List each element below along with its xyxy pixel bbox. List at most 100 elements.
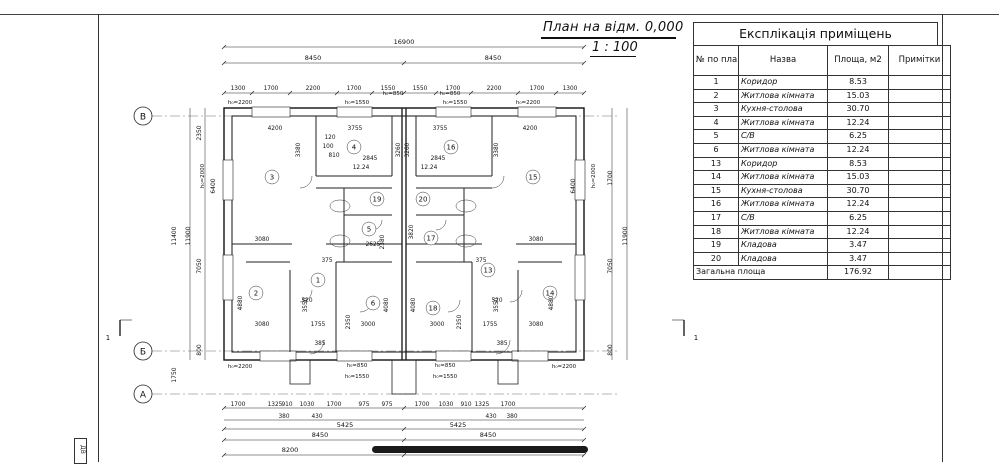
top-chain-dimension: 1550 [381,86,396,92]
bottom-chain-dimension: 430 [311,414,322,420]
window-opening [511,350,549,362]
inner-dimension: 3000 [430,322,445,328]
dimension-tick [581,60,587,66]
explication-table: Експлікація приміщень № по плану Назва П… [693,22,951,280]
inner-dimension: 3755 [433,126,448,132]
room-number: 13 [484,267,493,275]
room-area: 15.03 [827,170,889,185]
right-dimension: 11900 [622,226,629,245]
opening-height-label: h₀=850 [435,363,456,369]
inner-dimension: 3550 [303,297,309,312]
right-dimension: 7050 [607,258,614,273]
inner-dimension: 12.24 [353,165,370,171]
bottom-chain-dimension: 975 [381,402,392,408]
inner-dimension: 4880 [549,295,555,310]
room-name: Кладова [738,251,828,267]
room-number-circle [248,285,264,301]
dimension-tick [287,90,293,96]
inner-dimension: 1755 [311,322,326,328]
room-name: С/В [738,129,828,144]
room-number: 20 [693,251,739,267]
room-name: Житлова кімната [738,115,828,131]
opening-height-label: h₀=1550 [345,100,370,106]
room-note [888,142,951,158]
room-note [888,75,951,90]
room-number: 1 [316,277,320,285]
room-area: 15.03 [827,88,889,104]
left-dimension: 7050 [196,258,203,273]
header-name: Назва [738,45,828,76]
sheet-side-mark: ДВ [79,445,86,454]
room-number: 17 [427,235,436,243]
inner-dimension: 3080 [255,237,270,243]
room-name: Житлова кімната [738,88,828,104]
section-label: 1 [694,334,698,342]
bottom-chain-dimension: 975 [358,402,369,408]
room-area: 30.70 [827,102,889,117]
bathtub [329,234,351,248]
opening-height-label: h₀=850 [347,363,368,369]
dimension-tick [581,44,587,50]
room-number-circle [264,169,280,185]
room-number-circle [443,139,459,155]
room-number: 17 [693,210,739,226]
room-area: 12.24 [827,115,889,131]
sheet-frame-left [98,14,99,462]
inner-dimension: 520 [491,298,502,304]
plan-title: План на відм. 0,000 [543,20,684,35]
inner-dimension: 3755 [348,126,363,132]
room-number: 6 [371,300,376,308]
dimension-tick [221,60,227,66]
room-note [888,183,951,199]
room-note [888,210,951,226]
top-chain-dimension: 1300 [231,86,246,92]
inner-dimension: 12.24 [421,165,438,171]
inner-dimension: 375 [475,258,486,264]
inner-dimension: 2625 [366,242,381,248]
opening-height-label: h₀=2200 [228,100,253,106]
left-dimension: 11900 [185,226,192,245]
room-name: С/В [738,210,828,226]
room-note [888,156,951,172]
left-dimension: 800 [196,344,203,356]
room-number-circle [310,272,326,288]
porch [391,359,417,395]
room-number-circle [415,191,431,207]
inner-dimension: 2845 [363,156,378,162]
scroll-indicator-bar[interactable] [372,446,588,453]
room-number-circle [542,285,558,301]
dimension-tick [581,437,587,443]
inner-dimension: 2350 [457,314,463,329]
outer-wall-inner [231,115,577,353]
window-opening [251,106,291,118]
top-chain-dimension: 2200 [306,86,321,92]
dimension-tick [401,426,407,432]
room-number: 14 [546,290,555,298]
room-number-circle [423,230,439,246]
plan-scale: 1 : 100 [592,40,638,55]
dimension-tick [401,405,407,411]
room-note [888,238,951,253]
room-number: 20 [419,196,428,204]
left-dimension: 1750 [171,367,178,382]
room-area: 12.24 [827,197,889,212]
room-number: 16 [693,197,739,212]
room-area: 12.24 [827,142,889,158]
porch [497,359,519,385]
room-number: 4 [352,144,357,152]
room-number: 1 [693,75,739,90]
axis-label: В [140,113,146,123]
room-note [888,88,951,104]
inner-dimension: 2380 [380,234,386,249]
room-area: 6.25 [827,129,889,144]
opening-height-label: h₀=850 [383,91,404,97]
